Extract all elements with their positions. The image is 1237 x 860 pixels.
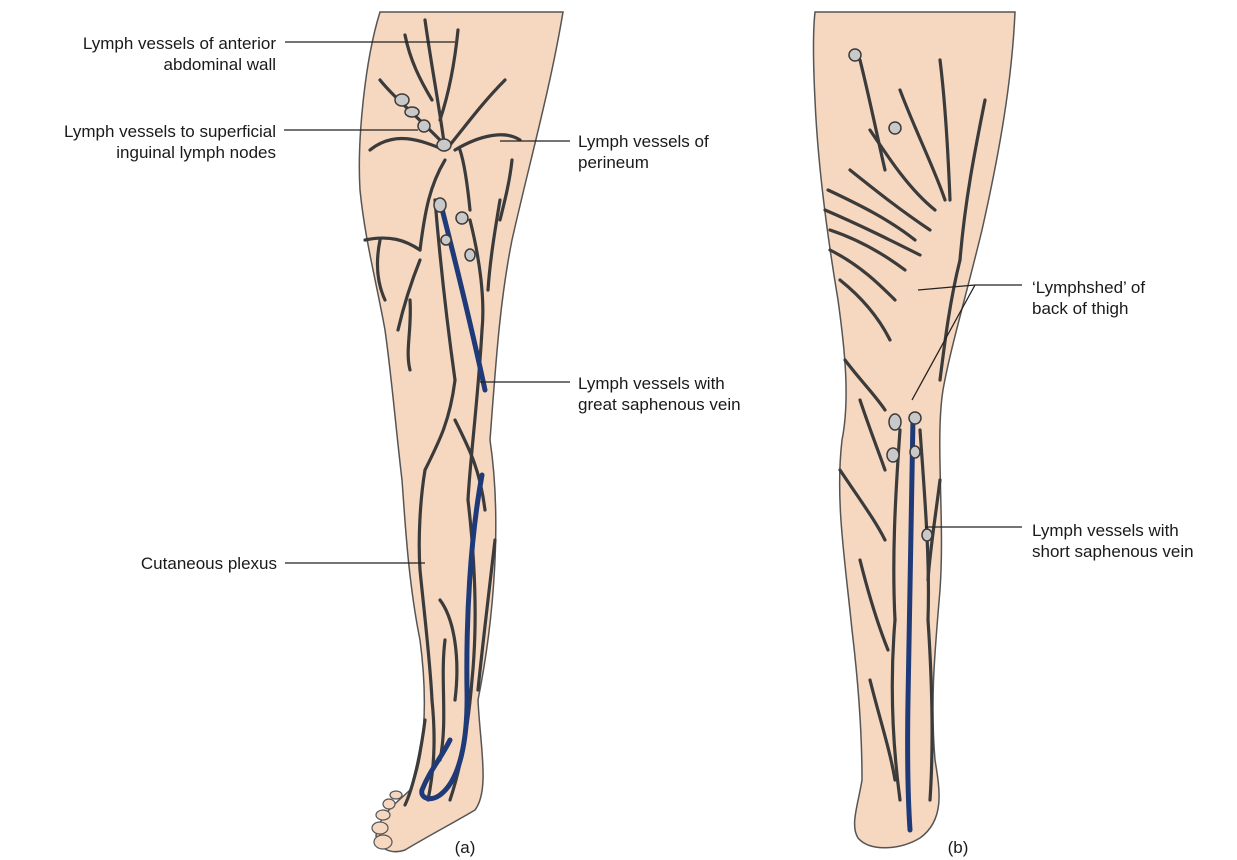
label-line: perineum bbox=[578, 152, 709, 173]
label-line: ‘Lymphshed’ of bbox=[1032, 277, 1145, 298]
label-lymph-vessels-great-saphenous-vein: Lymph vessels with great saphenous vein bbox=[578, 373, 741, 415]
label-lymph-vessels-short-saphenous-vein: Lymph vessels with short saphenous vein bbox=[1032, 520, 1194, 562]
panel-b-caption: (b) bbox=[938, 837, 978, 858]
label-line: Lymph vessels of anterior bbox=[14, 33, 276, 54]
label-line: abdominal wall bbox=[14, 54, 276, 75]
panel-a-caption: (a) bbox=[445, 837, 485, 858]
label-line: Lymph vessels with bbox=[578, 373, 741, 394]
leg-anterior-view bbox=[359, 12, 563, 852]
label-lymph-vessels-anterior-abdominal-wall: Lymph vessels of anterior abdominal wall bbox=[14, 33, 276, 75]
label-line: Lymph vessels of bbox=[578, 131, 709, 152]
label-line: back of thigh bbox=[1032, 298, 1145, 319]
label-line: short saphenous vein bbox=[1032, 541, 1194, 562]
label-line: Lymph vessels to superficial bbox=[4, 121, 276, 142]
leg-posterior-view bbox=[814, 12, 1016, 848]
label-lymph-vessels-perineum: Lymph vessels of perineum bbox=[578, 131, 709, 173]
label-line: great saphenous vein bbox=[578, 394, 741, 415]
label-cutaneous-plexus: Cutaneous plexus bbox=[90, 553, 277, 574]
label-lymph-vessels-superficial-inguinal-nodes: Lymph vessels to superficial inguinal ly… bbox=[4, 121, 276, 163]
label-lymphshed-back-of-thigh: ‘Lymphshed’ of back of thigh bbox=[1032, 277, 1145, 319]
label-line: inguinal lymph nodes bbox=[4, 142, 276, 163]
label-line: Cutaneous plexus bbox=[90, 553, 277, 574]
label-line: Lymph vessels with bbox=[1032, 520, 1194, 541]
